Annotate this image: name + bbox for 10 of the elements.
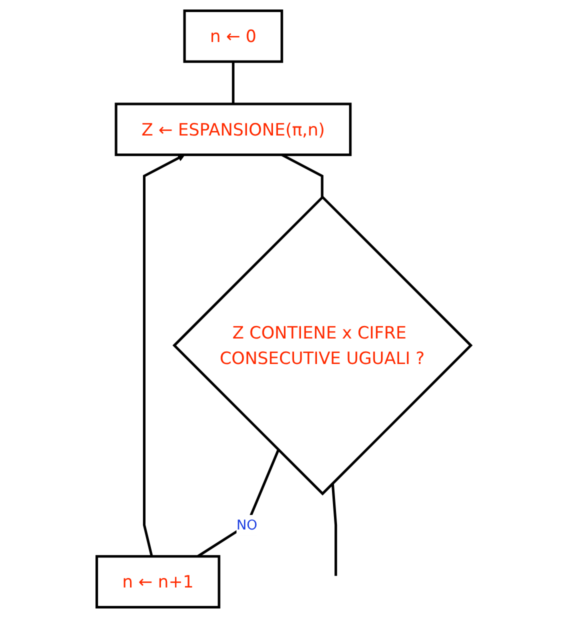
connector bbox=[197, 448, 280, 557]
node-box: n ← n+1 bbox=[96, 554, 220, 608]
connector bbox=[281, 153, 324, 197]
connector bbox=[332, 482, 338, 576]
node-box: n ← 0 bbox=[183, 9, 284, 62]
node-diamond: Z CONTIENE x CIFRE CONSECUTIVE UGUALI ? bbox=[172, 194, 473, 495]
connector bbox=[232, 61, 235, 104]
arrow bbox=[143, 154, 186, 556]
node-box: Z ← ESPANSIONE(π,n) bbox=[114, 102, 352, 156]
edge-label: NO bbox=[236, 516, 258, 532]
